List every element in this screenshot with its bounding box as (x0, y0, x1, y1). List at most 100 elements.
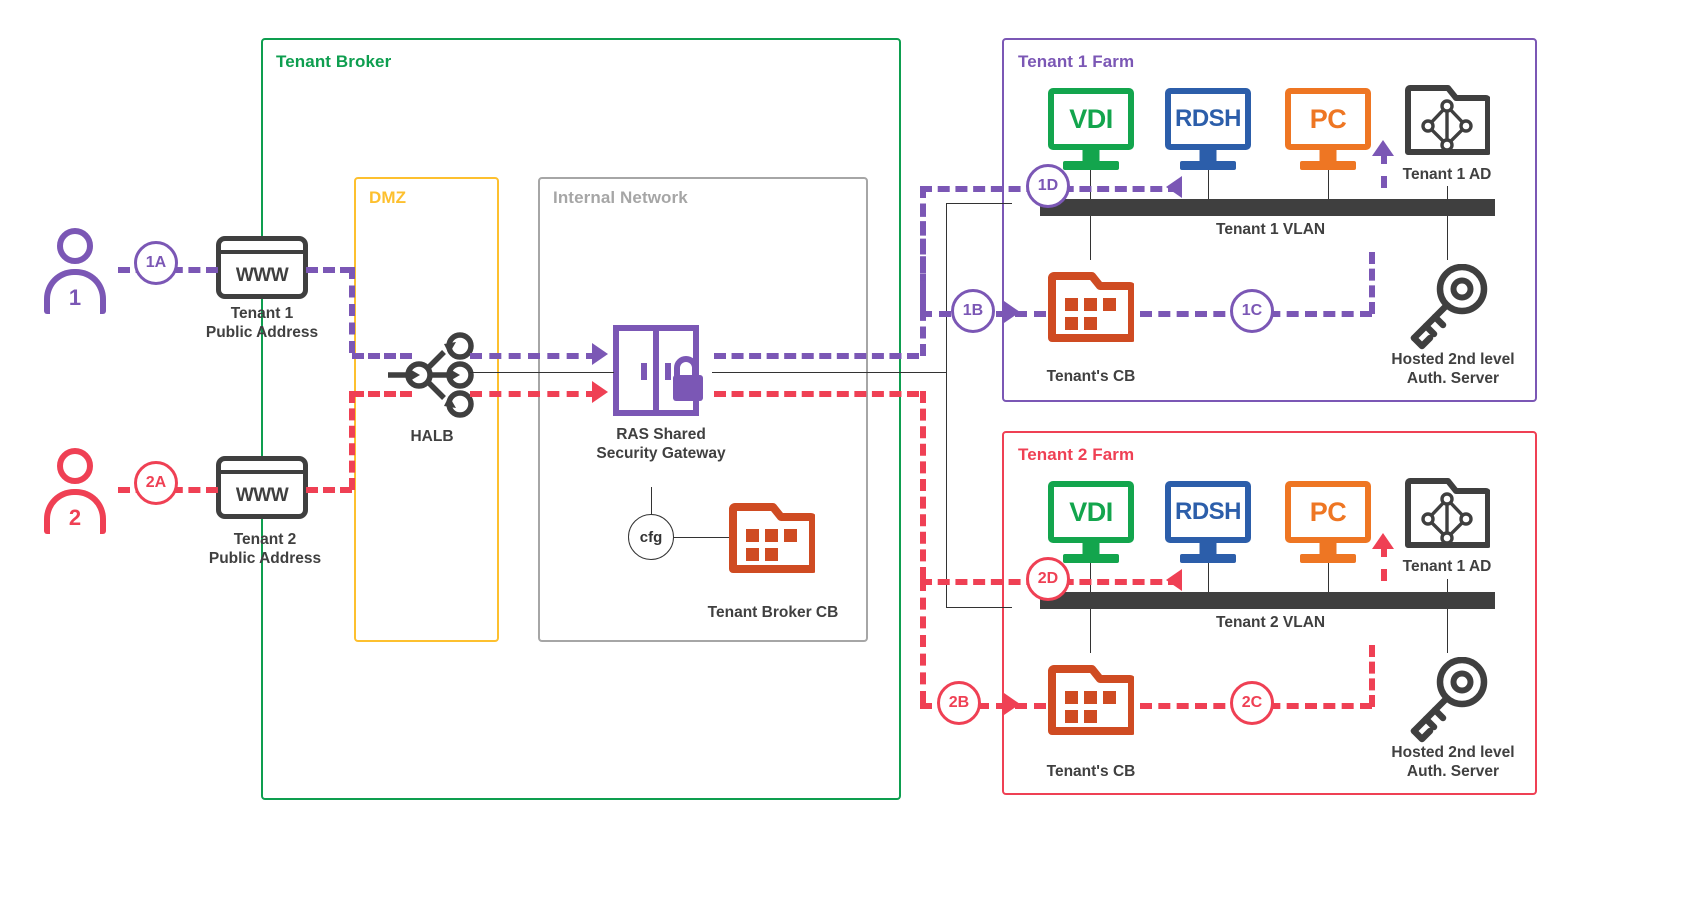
step-badge-1b: 1B (951, 289, 995, 333)
halb-load-balancer-icon (386, 328, 478, 423)
zone-tenant1-farm (1002, 38, 1537, 402)
step-badge-1d: 1D (1026, 164, 1070, 208)
tenant2-vdi-monitor-icon: VDI (1048, 481, 1134, 563)
step-badge-2c: 2C (1230, 681, 1274, 725)
tenant1-ad-droplink (1447, 186, 1448, 200)
tenant2-vdi-droplink (1090, 563, 1091, 593)
tenant-broker-cb-label-bold: CB (815, 604, 839, 622)
gateway-cfg-link (651, 487, 652, 531)
tenant2-pc-droplink (1328, 563, 1329, 593)
zone-tenant1-farm-title: Tenant 1 Farm (1018, 52, 1135, 71)
farm-rail-top (946, 203, 1012, 204)
flow-1d-ad-arrowhead (1372, 140, 1394, 156)
www-label: WWW (235, 265, 289, 286)
monitor-base (1300, 161, 1356, 170)
tenant2-auth-label: Hosted 2nd level Auth. Server (1391, 744, 1515, 781)
user-1-person-icon: 1 (44, 228, 106, 314)
tenant2-ad-droplink (1447, 579, 1448, 593)
rdsh-screen: RDSH (1165, 88, 1251, 150)
tenant1-vdi-droplink (1090, 170, 1091, 200)
flow-1a-to-broker (306, 267, 352, 273)
flow-2b-row (920, 703, 1046, 709)
flow-1b-arrowhead (1004, 301, 1020, 323)
farm-rail-vertical (946, 203, 947, 372)
cfg-node: cfg (628, 514, 674, 560)
farm-rail-bottom (946, 607, 1012, 608)
zone-tenant2-farm (1002, 431, 1537, 795)
tenant1-vlan-label: Tenant 1 VLAN (1216, 221, 1326, 238)
monitor-base (1063, 554, 1119, 563)
flow-1-gateway-out (714, 353, 919, 359)
tenant1-cb-label-plain: Tenant's (1046, 368, 1113, 386)
tenant1-cb-droplink (1090, 216, 1091, 260)
tenant2-pc-monitor-icon: PC (1285, 481, 1371, 563)
flow-2b-arrowhead (1004, 693, 1020, 715)
monitor-neck (1199, 150, 1217, 163)
flow-2-into-halb (352, 391, 412, 397)
monitor-neck (1319, 150, 1337, 163)
zone-tenant-broker-title: Tenant Broker (276, 52, 392, 71)
tenant2-vlan-label: Tenant 2 VLAN (1216, 614, 1326, 631)
tenant-broker-cb-label: Tenant Broker CB (690, 584, 856, 623)
tenant1-pc-monitor-icon: PC (1285, 88, 1371, 170)
tenant2-cb-label: Tenant's CB (1028, 743, 1154, 782)
tenant1-auth-label: Hosted 2nd level Auth. Server (1391, 351, 1515, 388)
cfg-cb-link (673, 537, 729, 538)
tenant2-rdsh-droplink (1208, 563, 1209, 593)
tenant2-cb-folder-icon (1048, 665, 1134, 735)
halb-label: HALB (410, 428, 454, 445)
flow-2d-ad-arrowhead (1372, 533, 1394, 549)
monitor-neck (1319, 543, 1337, 556)
flow-1-gateway-arrowhead (592, 343, 608, 365)
tenant-broker-cb-label-plain: Tenant Broker (707, 604, 816, 622)
pc-screen: PC (1285, 88, 1371, 150)
flow-2b-riser (920, 579, 926, 703)
zone-tenant2-farm-title: Tenant 2 Farm (1018, 445, 1135, 464)
tenant1-ad-folder-icon (1404, 84, 1490, 156)
tenant1-rdsh-monitor-icon: RDSH (1165, 88, 1251, 170)
tenant1-rdsh-droplink (1208, 170, 1209, 200)
tenant1-vlan-bar (1040, 199, 1495, 216)
flow-2c-riser (1369, 645, 1375, 707)
user-1-number: 1 (44, 269, 106, 314)
flow-2-riser (920, 391, 926, 579)
tenant2-public-address-caption: Tenant 2 Public Address (208, 531, 322, 568)
flow-2d-arrowhead (1166, 569, 1182, 591)
tenant2-cb-label-bold: CB (1112, 763, 1136, 781)
vdi-screen: VDI (1048, 481, 1134, 543)
step-badge-2d: 2D (1026, 557, 1070, 601)
www-label: WWW (235, 485, 289, 506)
flow-1a-down (349, 267, 355, 353)
tenant1-vdi-monitor-icon: VDI (1048, 88, 1134, 170)
tenant1-public-address-caption: Tenant 1 Public Address (205, 305, 319, 342)
zone-internal-network (538, 177, 868, 642)
monitor-base (1180, 554, 1236, 563)
tenant2-ad-label: Tenant 1 AD (1402, 558, 1492, 575)
zone-dmz (354, 177, 499, 642)
monitor-neck (1082, 543, 1100, 556)
monitor-neck (1082, 150, 1100, 163)
flow-2a-to-broker (306, 487, 352, 493)
tenant1-pc-droplink (1328, 170, 1329, 200)
tenant1-auth-key-icon (1400, 264, 1490, 350)
user-2-number: 2 (44, 489, 106, 534)
step-badge-1c: 1C (1230, 289, 1274, 333)
tenant2-ad-folder-icon (1404, 477, 1490, 549)
zone-tenant-broker (261, 38, 901, 800)
tenant1-cb-label-bold: CB (1112, 368, 1136, 386)
rdsh-screen: RDSH (1165, 481, 1251, 543)
monitor-neck (1199, 543, 1217, 556)
tenant2-auth-droplink (1447, 609, 1448, 653)
zone-dmz-title: DMZ (369, 188, 407, 207)
monitor-base (1063, 161, 1119, 170)
user-2-person-icon: 2 (44, 448, 106, 534)
browser-title-bar (221, 250, 303, 254)
gateway-out-solid-link (712, 372, 947, 373)
tenant2-cb-droplink (1090, 609, 1091, 653)
tenant2-cb-label-plain: Tenant's (1046, 763, 1113, 781)
zone-internal-network-title: Internal Network (553, 188, 688, 207)
halb-gateway-solid-link (470, 372, 614, 373)
flow-2-halb-to-gateway (470, 391, 598, 397)
tenant2-auth-key-icon (1400, 657, 1490, 743)
